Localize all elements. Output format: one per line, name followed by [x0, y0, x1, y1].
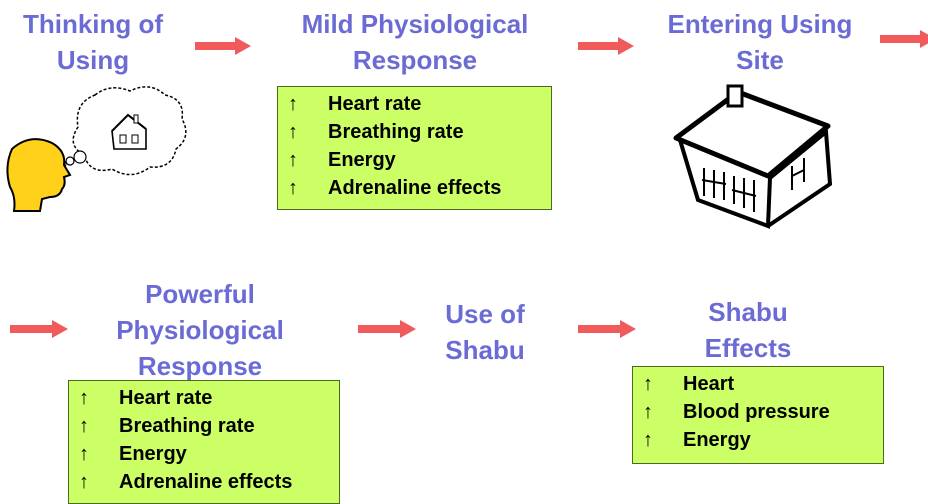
list-item: ↑ Breathing rate: [69, 415, 339, 443]
step-powerful-title: Powerful Physiological Response: [90, 276, 310, 384]
up-arrow-icon: ↑: [643, 373, 653, 395]
list-item: ↑ Energy: [633, 429, 883, 457]
right-arrow-icon: [578, 37, 634, 55]
list-item: ↑ Adrenaline effects: [69, 471, 339, 499]
up-arrow-icon: ↑: [79, 443, 89, 465]
right-arrow-icon: [358, 320, 416, 338]
step-use-title: Use of Shabu: [420, 296, 550, 368]
step-thinking-title-line2: Using: [56, 45, 130, 75]
up-arrow-icon: ↑: [643, 401, 653, 423]
step-entering-title-line1: Entering Using: [667, 9, 853, 39]
list-item-text: Breathing rate: [119, 415, 255, 437]
step-mild-title-line1: Mild Physiological: [301, 9, 529, 39]
head-thought-bubble-icon: [0, 85, 195, 215]
list-item-text: Heart rate: [119, 387, 213, 409]
up-arrow-icon: ↑: [79, 471, 89, 493]
list-item: ↑ Breathing rate: [278, 121, 551, 149]
up-arrow-icon: ↑: [288, 149, 298, 171]
step-effects-title-line1: Shabu: [708, 297, 788, 327]
powerful-response-box: ↑ Heart rate ↑ Breathing rate ↑ Energy ↑ Adr…: [68, 380, 340, 504]
step-powerful-title-line1: Powerful: [145, 279, 255, 309]
list-item-text: Blood pressure: [683, 401, 830, 423]
step-thinking-title-line1: Thinking of: [22, 9, 164, 39]
list-item: ↑ Blood pressure: [633, 401, 883, 429]
up-arrow-icon: ↑: [643, 429, 653, 451]
step-mild-title-line2: Response: [352, 45, 478, 75]
effects-box: ↑ Heart ↑ Blood pressure ↑ Energy: [632, 366, 884, 464]
list-item-text: Heart: [683, 373, 735, 395]
step-use-title-line2: Shabu: [445, 335, 525, 365]
list-item-text: Energy: [119, 443, 187, 465]
step-entering-title: Entering Using Site: [640, 6, 880, 78]
list-item: ↑ Adrenaline effects: [278, 177, 551, 205]
step-powerful-title-line3: Response: [137, 351, 263, 381]
step-mild-title: Mild Physiological Response: [270, 6, 560, 78]
list-item: ↑ Heart rate: [278, 93, 551, 121]
right-arrow-icon: [880, 30, 928, 48]
step-effects-title-line2: Effects: [704, 333, 792, 363]
list-item: ↑ Energy: [69, 443, 339, 471]
list-item: ↑ Heart rate: [69, 387, 339, 415]
up-arrow-icon: ↑: [79, 415, 89, 437]
list-item-text: Adrenaline effects: [119, 471, 293, 493]
step-entering-title-line2: Site: [736, 45, 784, 75]
list-item-text: Heart rate: [328, 93, 422, 115]
right-arrow-icon: [10, 320, 68, 338]
list-item-text: Energy: [328, 149, 396, 171]
up-arrow-icon: ↑: [288, 177, 298, 199]
up-arrow-icon: ↑: [79, 387, 89, 409]
up-arrow-icon: ↑: [288, 121, 298, 143]
house-icon: [668, 80, 848, 230]
list-item-text: Adrenaline effects: [328, 177, 502, 199]
step-effects-title: Shabu Effects: [668, 294, 828, 366]
right-arrow-icon: [195, 37, 251, 55]
right-arrow-icon: [578, 320, 636, 338]
list-item-text: Energy: [683, 429, 751, 451]
step-use-title-line1: Use of: [445, 299, 525, 329]
step-powerful-title-line2: Physiological: [116, 315, 284, 345]
list-item-text: Breathing rate: [328, 121, 464, 143]
list-item: ↑ Energy: [278, 149, 551, 177]
up-arrow-icon: ↑: [288, 93, 298, 115]
mild-response-box: ↑ Heart rate ↑ Breathing rate ↑ Energy ↑ Adr…: [277, 86, 552, 210]
list-item: ↑ Heart: [633, 373, 883, 401]
step-thinking-title: Thinking of Using: [0, 6, 186, 78]
